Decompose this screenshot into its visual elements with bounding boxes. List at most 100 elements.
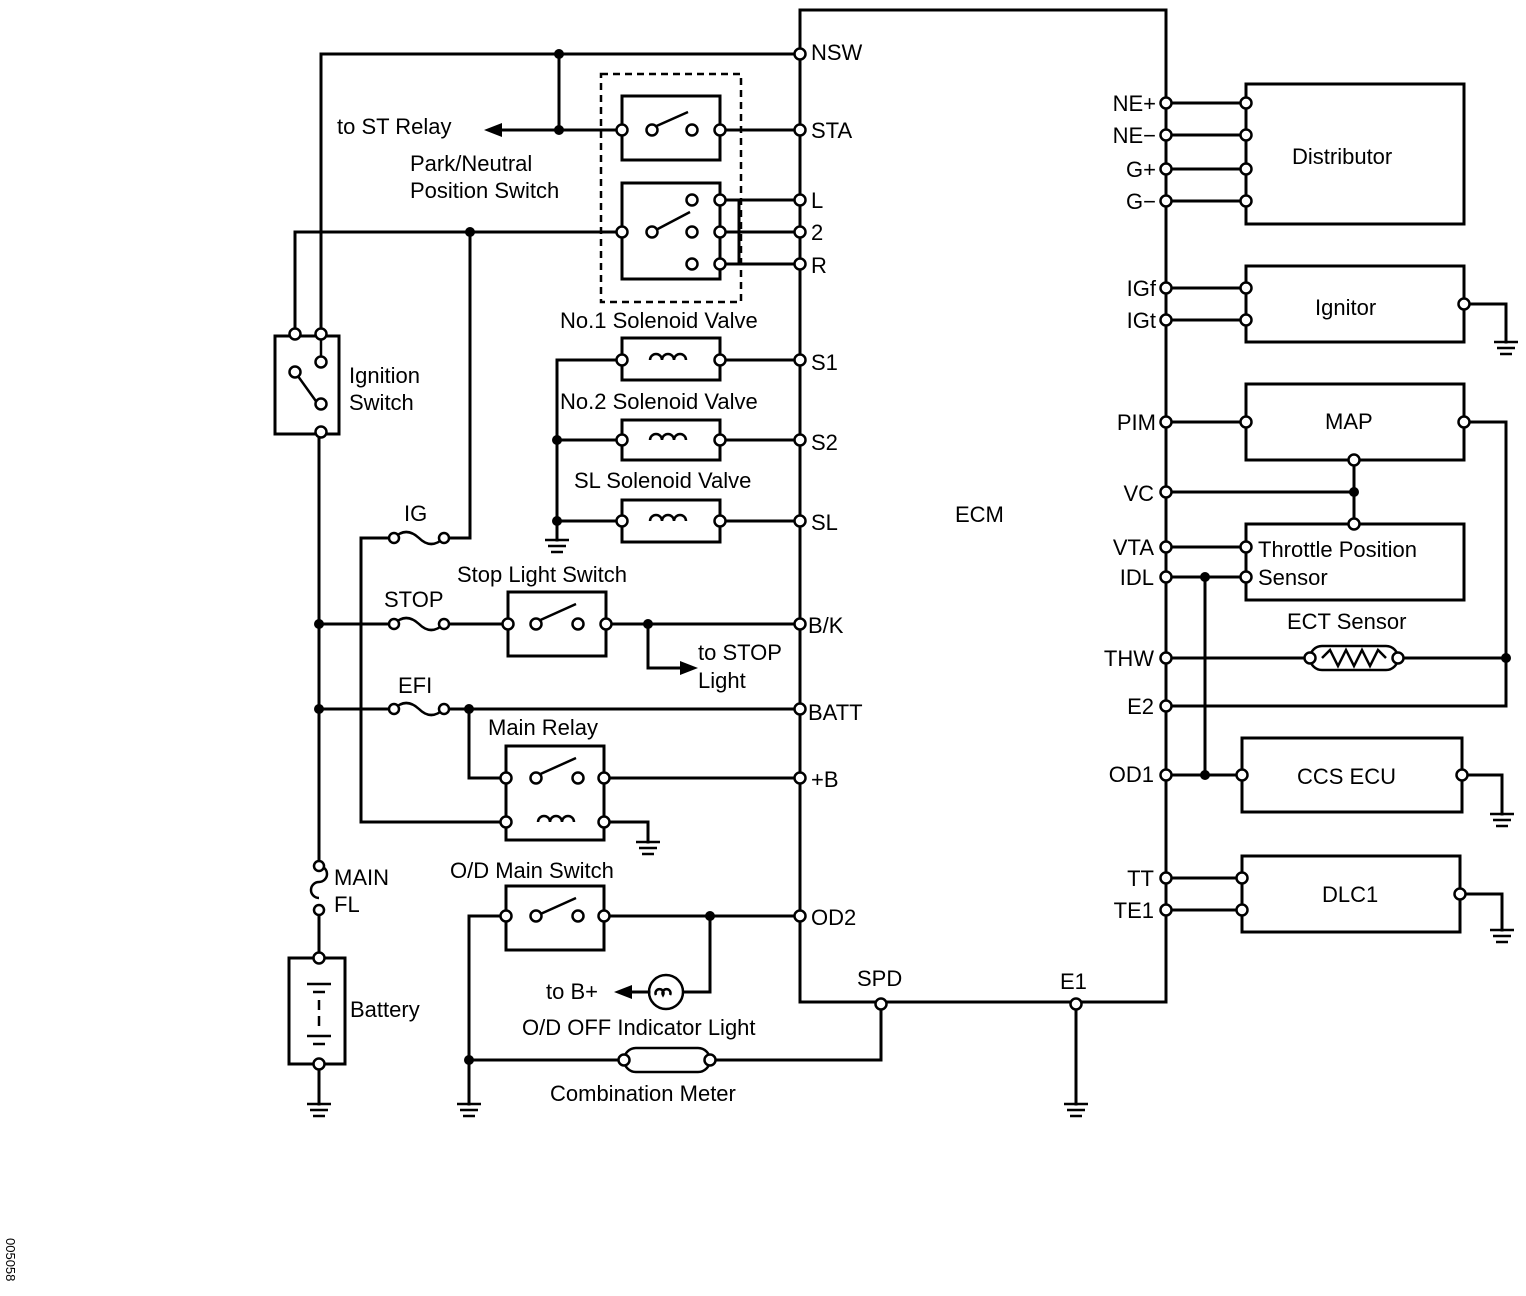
distributor-block: Distributor [1164, 82, 1466, 226]
distributor-label: Distributor [1292, 144, 1392, 169]
map-label: MAP [1325, 409, 1373, 434]
od-main-switch-circuit: O/D Main Switch to B+ O/D OFF Indicator … [450, 858, 802, 1118]
throttle-sensor-label-2: Sensor [1258, 565, 1328, 590]
ground-icon [1494, 340, 1518, 356]
pin-ne-plus: NE+ [1113, 91, 1156, 116]
ig-fuse-label: IG [404, 501, 427, 526]
stop-light-circuit: Stop Light Switch STOP to STOP Light [317, 562, 802, 693]
fuse-icon [393, 530, 445, 546]
pin-vta: VTA [1113, 535, 1154, 560]
combination-meter-label: Combination Meter [550, 1081, 736, 1106]
pin-e1: E1 [1060, 969, 1087, 994]
pin-bk: B/K [808, 613, 844, 638]
ignition-switch-label-2: Switch [349, 390, 414, 415]
ground-icon [636, 840, 660, 856]
main-relay-label: Main Relay [488, 715, 598, 740]
pin-nsw: NSW [811, 40, 863, 65]
pin-igt: IGt [1127, 308, 1156, 333]
ecm-block: ECM [798, 8, 1168, 1004]
pin-od2: OD2 [811, 905, 856, 930]
coil-icon [648, 432, 688, 441]
nsw-st-relay-wiring: to ST Relay [319, 52, 802, 332]
throttle-sensor-label-1: Throttle Position [1258, 537, 1417, 562]
coil-icon [648, 513, 688, 522]
pin-l: L [811, 188, 823, 213]
ecm-right-pins: NE+ NE− G+ G− IGf IGt PIM VC VTA IDL THW… [1104, 91, 1157, 923]
pin-g-minus: G− [1126, 189, 1156, 214]
pin-od1: OD1 [1109, 762, 1154, 787]
main-power-bus: MAIN FL [309, 430, 389, 960]
b-plus-label: to B+ [546, 979, 598, 1004]
pin-ne-minus: NE− [1113, 123, 1156, 148]
lamp-icon [647, 973, 685, 1011]
battery-label: Battery [350, 997, 420, 1022]
pin-thw: THW [1104, 646, 1154, 671]
battery: Battery [287, 956, 420, 1118]
ground-icon [457, 1102, 481, 1118]
fuse-icon [309, 864, 329, 900]
ig-fuse-circuit: IG [359, 230, 508, 824]
combination-meter-icon [622, 1046, 712, 1074]
terminals [288, 47, 1471, 1071]
fuse-icon [393, 701, 445, 717]
pin-s2: S2 [811, 430, 838, 455]
coil-icon [648, 352, 688, 361]
ect-sensor-block: ECT Sensor [1164, 609, 1508, 672]
pin-pim: PIM [1117, 410, 1156, 435]
pin-te1: TE1 [1114, 898, 1154, 923]
map-sensor-block: MAP [1164, 382, 1508, 708]
stop-fuse-label: STOP [384, 587, 444, 612]
ecm-bottom-pins: SPD E1 [857, 966, 1087, 994]
st-relay-label: to ST Relay [337, 114, 452, 139]
spd-e1-wiring [708, 1000, 1088, 1118]
ccs-ecu-label: CCS ECU [1297, 764, 1396, 789]
ground-icon [1490, 928, 1514, 944]
ground-icon [307, 1102, 331, 1118]
arrow-icon [484, 123, 502, 137]
ecm-left-pins: NSW STA L 2 R S1 S2 SL B/K BATT +B OD2 [808, 40, 863, 930]
dlc1-label: DLC1 [1322, 882, 1378, 907]
pin-e2: E2 [1127, 694, 1154, 719]
dlc1-block: DLC1 [1164, 854, 1514, 944]
pin-g-plus: G+ [1126, 157, 1156, 182]
pin-igf: IGf [1127, 276, 1157, 301]
fuse-icon [393, 616, 445, 632]
ccs-ecu-block: CCS ECU [1164, 736, 1514, 828]
solenoid2-label: No.2 Solenoid Valve [560, 389, 758, 414]
pin-idl: IDL [1120, 565, 1154, 590]
main-fuse-label-1: MAIN [334, 865, 389, 890]
stop-light-label-2: Light [698, 668, 746, 693]
ground-icon [545, 538, 569, 554]
pin-vc: VC [1123, 481, 1154, 506]
pin-2: 2 [811, 220, 823, 245]
solenoid-sl-label: SL Solenoid Valve [574, 468, 751, 493]
stop-light-switch-label: Stop Light Switch [457, 562, 627, 587]
pin-spd: SPD [857, 966, 902, 991]
solenoid1-label: No.1 Solenoid Valve [560, 308, 758, 333]
pin-sl: SL [811, 510, 838, 535]
pin-batt: BATT [808, 700, 863, 725]
ground-icon [1064, 1102, 1088, 1118]
pin-tt: TT [1127, 866, 1154, 891]
pin-s1: S1 [811, 350, 838, 375]
arrow-icon [680, 661, 698, 675]
coil-icon [536, 814, 576, 823]
solenoid-valves: No.1 Solenoid Valve No.2 Solenoid Valve … [545, 308, 802, 554]
stop-light-label-1: to STOP [698, 640, 782, 665]
ground-icon [1490, 812, 1514, 828]
pin-plus-b: +B [811, 767, 839, 792]
pin-r: R [811, 253, 827, 278]
park-neutral-label-1: Park/Neutral [410, 151, 532, 176]
ect-sensor-label: ECT Sensor [1287, 609, 1406, 634]
od-off-light-label: O/D OFF Indicator Light [522, 1015, 756, 1040]
pin-sta: STA [811, 118, 852, 143]
ignitor-label: Ignitor [1315, 295, 1376, 320]
efi-fuse-label: EFI [398, 673, 432, 698]
main-fuse-label-2: FL [334, 892, 360, 917]
efi-main-relay-circuit: EFI Main Relay [317, 673, 802, 856]
junctions [314, 49, 1511, 1065]
od-main-switch-label: O/D Main Switch [450, 858, 614, 883]
ecm-label: ECM [955, 502, 1004, 527]
park-neutral-label-2: Position Switch [410, 178, 559, 203]
